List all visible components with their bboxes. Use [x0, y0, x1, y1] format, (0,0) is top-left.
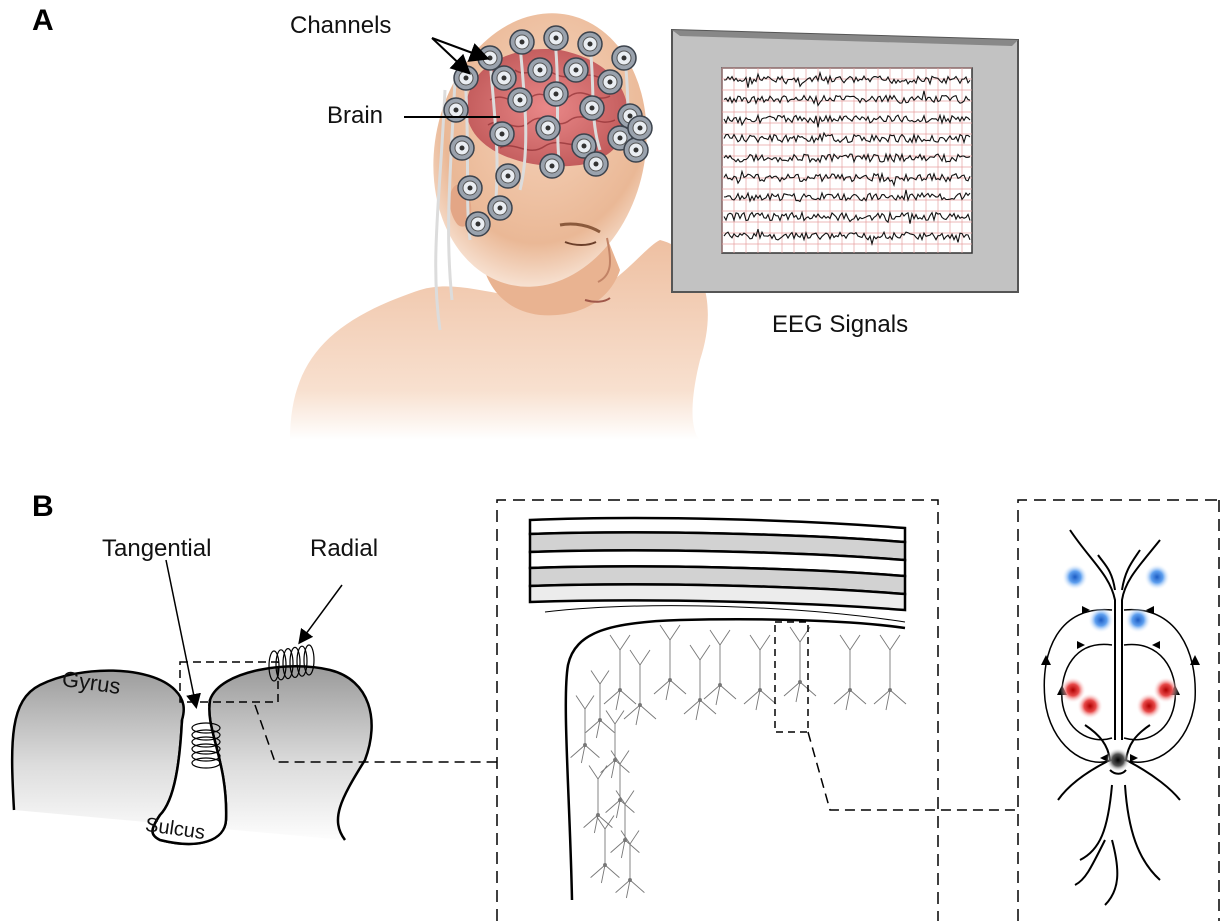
eeg-monitor — [672, 30, 1018, 292]
electrode — [544, 82, 568, 106]
neuron-sketch — [834, 635, 866, 710]
electrode — [624, 138, 648, 162]
electrode — [508, 88, 532, 112]
neuron-sketch — [684, 645, 716, 720]
electrode — [628, 116, 652, 140]
electrode — [458, 176, 482, 200]
electrode — [544, 26, 568, 50]
electrode — [496, 164, 520, 188]
electrode — [580, 96, 604, 120]
channels-label: Channels — [290, 12, 391, 40]
tangential-arrow — [166, 560, 196, 706]
radial-arrow — [300, 585, 342, 642]
electrode — [510, 30, 534, 54]
electrode — [488, 196, 512, 220]
soma-charge — [1106, 748, 1130, 772]
radial-label: Radial — [310, 535, 378, 563]
electrode — [564, 58, 588, 82]
electrode — [528, 58, 552, 82]
zoom-panel-right — [1018, 500, 1222, 921]
electrode — [598, 70, 622, 94]
electrode — [444, 98, 468, 122]
neuron-sketch — [616, 831, 645, 899]
neuron-sketch — [784, 627, 816, 702]
neuron-sketch — [584, 766, 613, 834]
eeg-signals-label: EEG Signals — [772, 311, 908, 339]
neuron-sketch — [571, 696, 600, 764]
neuron-sketch — [604, 635, 636, 710]
electrode — [490, 122, 514, 146]
tangential-label: Tangential — [102, 535, 211, 563]
neuron-field — [571, 625, 906, 898]
brain-label: Brain — [327, 102, 383, 130]
electrode — [492, 66, 516, 90]
electrode — [478, 46, 502, 70]
electrode — [536, 116, 560, 140]
neuron-sketch — [611, 791, 640, 859]
electrode — [584, 152, 608, 176]
neuron-sketch — [586, 671, 615, 739]
electrode — [450, 136, 474, 160]
neuron-sketch — [606, 751, 635, 819]
neuron-sketch — [744, 635, 776, 710]
electrode — [578, 32, 602, 56]
neuron-sketch — [624, 650, 656, 725]
cortical-layers — [530, 518, 905, 900]
electrode — [540, 154, 564, 178]
zoom-connector-2 — [808, 732, 1018, 810]
electrode — [466, 212, 490, 236]
panel-b-letter: B — [32, 490, 54, 524]
neuron-sketch — [704, 630, 736, 705]
neuron-sketch — [654, 625, 686, 700]
neuron-sketch — [874, 635, 906, 710]
zoom-box-neuron — [775, 622, 808, 732]
electrode — [612, 46, 636, 70]
positive-charges — [1060, 677, 1179, 719]
